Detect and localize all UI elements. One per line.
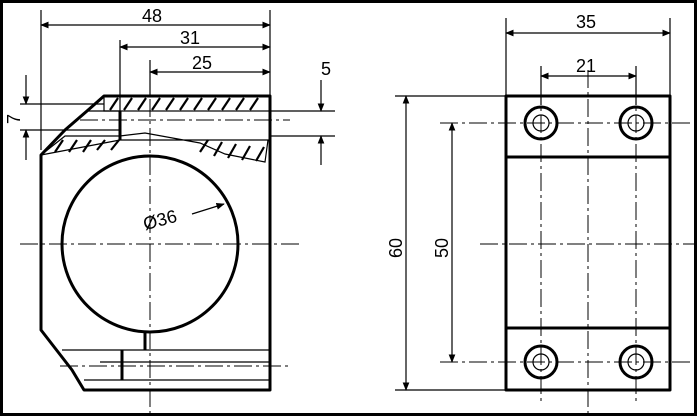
top-view-dimensions: 35 21 60 50: [386, 12, 671, 391]
lower-hatch-lines: [54, 139, 265, 162]
top-view: [440, 70, 695, 414]
dim-7: 7: [4, 114, 24, 124]
dim-21: 21: [576, 56, 596, 76]
upper-hatch-lines: [109, 97, 259, 111]
dim-5: 5: [321, 59, 331, 79]
dim-25: 25: [192, 53, 212, 73]
dim-60: 60: [386, 238, 406, 258]
dim-48: 48: [142, 6, 162, 26]
side-view: [20, 70, 300, 414]
dim-50: 50: [432, 238, 452, 258]
dim-31: 31: [180, 28, 200, 48]
side-view-outline: [39, 94, 272, 392]
side-view-dimensions: 48 31 25 5 7 Ø36: [4, 6, 335, 234]
dim-35: 35: [576, 12, 596, 32]
lower-hatch-region: [40, 132, 269, 163]
dim-diameter: Ø36: [141, 206, 179, 234]
